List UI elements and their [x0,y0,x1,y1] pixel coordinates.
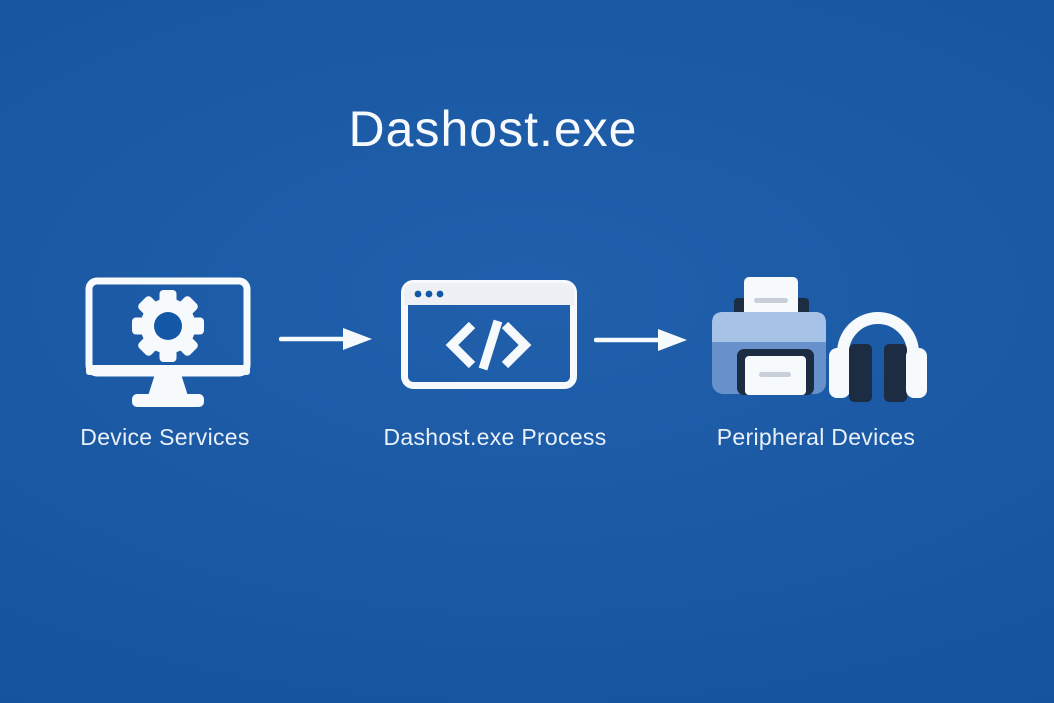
node-peripheral-devices [703,276,931,406]
browser-code-icon [401,280,577,389]
arrow-right-icon [594,329,687,351]
window-dots-icon [414,290,444,298]
node-dashost-process [401,280,577,389]
node-label-peripheral-devices: Peripheral Devices [716,424,916,450]
node-label-device-services: Device Services [80,424,250,450]
code-icon [445,319,532,371]
printer-icon [712,277,826,395]
browser-titlebar [404,283,574,305]
node-device-services [85,277,251,410]
monitor-gear-icon [85,277,251,407]
headphones-icon [829,312,927,402]
gear-icon [132,290,204,362]
page-title: Dashost.exe [348,101,638,157]
printer-headphones-icon [712,277,927,402]
node-label-dashost-process: Dashost.exe Process [383,424,607,450]
arrow-right-icon [279,328,372,350]
